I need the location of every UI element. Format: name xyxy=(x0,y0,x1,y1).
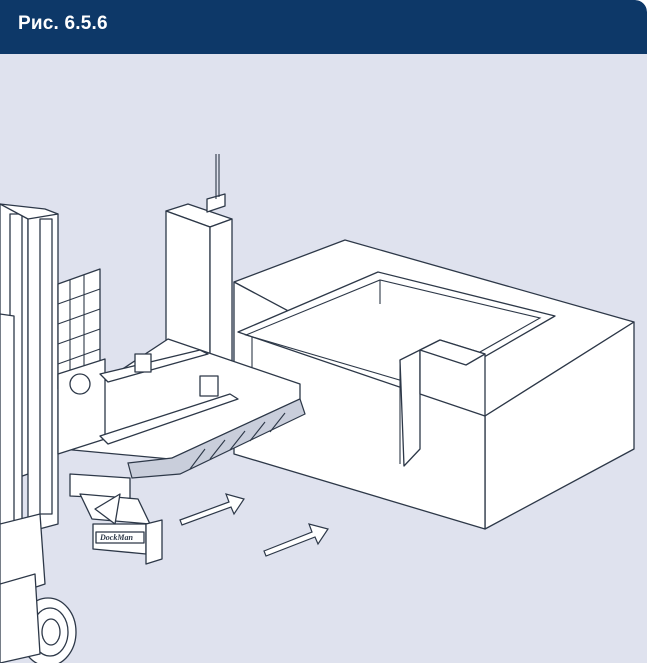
leveler-logo: DockMan xyxy=(99,533,133,542)
figure-title: Рис. 6.5.6 xyxy=(18,13,108,34)
loading-pit-block xyxy=(233,239,635,530)
loading-dock-illustration: DockMan xyxy=(0,154,635,663)
direction-arrow-lower xyxy=(263,523,329,557)
direction-arrow-upper xyxy=(179,493,245,526)
figure-header: Рис. 6.5.6 xyxy=(0,0,647,54)
forklift xyxy=(0,203,239,663)
dock-column xyxy=(165,154,233,385)
